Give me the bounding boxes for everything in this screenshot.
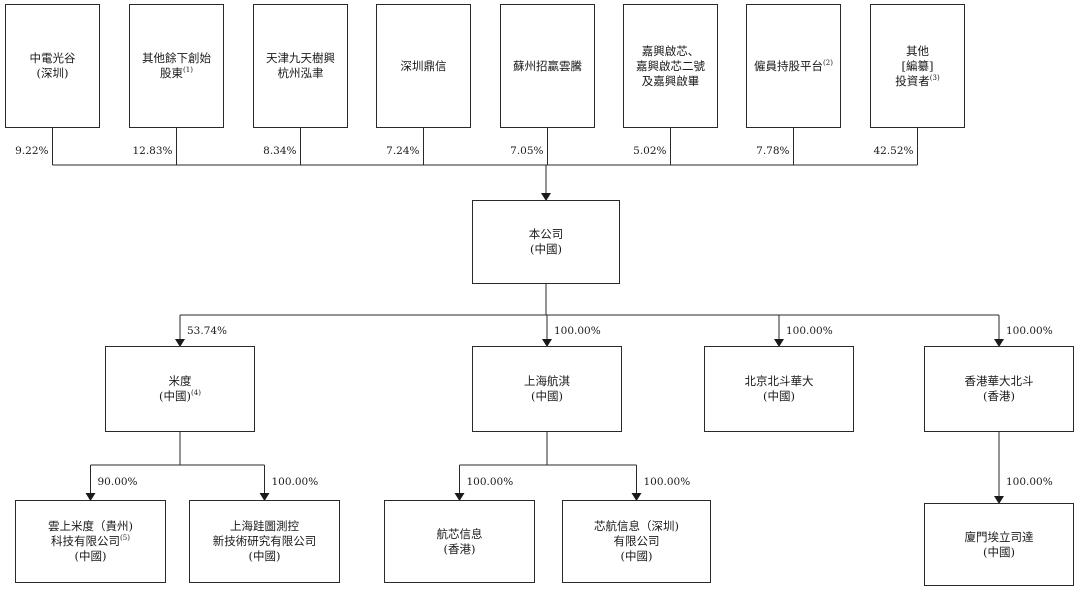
shareholder-box-line-1: 嘉興啟芯、 bbox=[641, 43, 700, 58]
grandchild-box: 雲上米度（貴州)科技有限公司(5)(中國) bbox=[15, 500, 166, 583]
shareholder-box: 蘇州招贏雲騰 bbox=[500, 4, 595, 128]
shareholder-box-line-3: 投資者(3) bbox=[895, 73, 940, 88]
grandchild-box: 航芯信息(香港) bbox=[384, 500, 535, 583]
shareholder-box: 僱員持股平台(2) bbox=[746, 4, 841, 128]
grandchild-box-line-1: 廈門埃立司達 bbox=[964, 529, 1034, 544]
shareholder-box: 中電光谷(深圳) bbox=[5, 4, 100, 128]
grandchild-box-line-1: 芯航信息（深圳) bbox=[594, 519, 679, 533]
ownership-percent: 100.00% bbox=[1006, 325, 1053, 337]
shareholder-box-line-1: 其他餘下創始 bbox=[142, 51, 211, 65]
footnote-marker: (5) bbox=[120, 534, 130, 543]
shareholder-box-line-1: 蘇州招贏雲騰 bbox=[513, 58, 582, 73]
grandchild-box-line-3: (中國) bbox=[74, 549, 107, 563]
grandchild-box: 廈門埃立司達(中國) bbox=[924, 503, 1074, 586]
footnote-marker: (1) bbox=[183, 66, 193, 75]
grandchild-box-line-2: 新技術研究有限公司 bbox=[212, 534, 317, 548]
shareholder-box: 深圳鼎信 bbox=[376, 4, 471, 128]
subsidiary-box-line-2: (中國) bbox=[763, 389, 795, 403]
shareholder-box: 其他餘下創始股東(1) bbox=[129, 4, 224, 128]
shareholder-box-line-2: 嘉興啟芯二號 bbox=[636, 58, 705, 73]
ownership-percent: 12.83% bbox=[132, 145, 173, 157]
footnote-marker: (4) bbox=[191, 389, 201, 398]
shareholder-box: 嘉興啟芯、嘉興啟芯二號及嘉興啟畢 bbox=[623, 4, 718, 128]
subsidiary-box-line-1: 米度 bbox=[168, 374, 192, 388]
company-box-line-1: 本公司 bbox=[528, 227, 564, 241]
shareholder-box-line-1: 其他 bbox=[906, 43, 929, 58]
grandchild-box-line-2: (香港) bbox=[443, 541, 476, 556]
grandchild-box-line-2: 科技有限公司(5) bbox=[51, 534, 130, 548]
ownership-percent: 100.00% bbox=[554, 325, 601, 337]
ownership-percent: 7.24% bbox=[386, 145, 420, 157]
shareholder-box-line-2: (深圳) bbox=[36, 66, 69, 80]
grandchild-box-line-2: (中國) bbox=[983, 544, 1015, 559]
subsidiary-box-line-2: (中國) bbox=[531, 389, 563, 403]
grandchild-box: 上海跬圖測控新技術研究有限公司(中國) bbox=[189, 500, 340, 583]
shareholder-box-line-2: 杭州泓聿 bbox=[277, 66, 324, 80]
ownership-percent: 7.78% bbox=[756, 145, 790, 157]
subsidiary-box-line-1: 香港華大北斗 bbox=[964, 374, 1034, 388]
ownership-percent: 100.00% bbox=[643, 476, 691, 488]
subsidiary-box: 北京北斗華大(中國) bbox=[704, 346, 854, 432]
shareholder-box-line-1: 天津九天樹興 bbox=[266, 51, 335, 65]
grandchild-box-line-1: 雲上米度（貴州) bbox=[48, 519, 133, 533]
company-box-line-2: (中國) bbox=[530, 242, 562, 256]
ownership-percent: 8.34% bbox=[263, 145, 297, 157]
grandchild-box: 芯航信息（深圳)有限公司(中國) bbox=[562, 500, 711, 583]
subsidiary-box: 上海航淇(中國) bbox=[472, 346, 622, 432]
ownership-percent: 42.52% bbox=[873, 145, 914, 157]
shareholder-box-line-1: 中電光谷 bbox=[29, 51, 76, 65]
grandchild-box-line-2: 有限公司 bbox=[613, 534, 660, 548]
company-box: 本公司(中國) bbox=[472, 200, 620, 284]
shareholder-box-line-3: 及嘉興啟畢 bbox=[641, 73, 700, 88]
shareholder-box-line-1: 深圳鼎信 bbox=[400, 58, 447, 73]
ownership-percent: 100.00% bbox=[1006, 476, 1053, 488]
subsidiary-box-line-2: (香港) bbox=[983, 389, 1015, 403]
ownership-percent: 100.00% bbox=[271, 476, 319, 488]
subsidiary-box: 香港華大北斗(香港) bbox=[924, 346, 1074, 432]
subsidiary-box-line-1: 北京北斗華大 bbox=[744, 374, 814, 388]
ownership-percent: 100.00% bbox=[786, 325, 833, 337]
shareholder-box-line-1: 僱員持股平台(2) bbox=[754, 58, 833, 73]
ownership-percent: 90.00% bbox=[97, 476, 138, 488]
ownership-percent: 100.00% bbox=[466, 476, 514, 488]
subsidiary-box-line-1: 上海航淇 bbox=[524, 374, 570, 388]
grandchild-box-line-1: 航芯信息 bbox=[436, 526, 483, 541]
shareholder-box-line-2: [編纂] bbox=[901, 58, 934, 73]
footnote-marker: (3) bbox=[929, 73, 940, 82]
ownership-percent: 5.02% bbox=[633, 145, 667, 157]
subsidiary-box-line-2: (中國)(4) bbox=[159, 389, 201, 403]
footnote-marker: (2) bbox=[823, 58, 833, 67]
subsidiary-box: 米度(中國)(4) bbox=[105, 346, 255, 432]
ownership-percent: 53.74% bbox=[187, 325, 228, 337]
grandchild-box-line-3: (中國) bbox=[248, 549, 281, 563]
ownership-percent: 7.05% bbox=[510, 145, 544, 157]
grandchild-box-line-3: (中國) bbox=[620, 549, 653, 563]
ownership-percent: 9.22% bbox=[15, 145, 49, 157]
shareholder-box: 天津九天樹興杭州泓聿 bbox=[253, 4, 348, 128]
shareholder-box-line-2: 股東(1) bbox=[160, 66, 193, 80]
grandchild-box-line-1: 上海跬圖測控 bbox=[230, 519, 299, 533]
shareholder-box: 其他[編纂]投資者(3) bbox=[870, 4, 965, 128]
